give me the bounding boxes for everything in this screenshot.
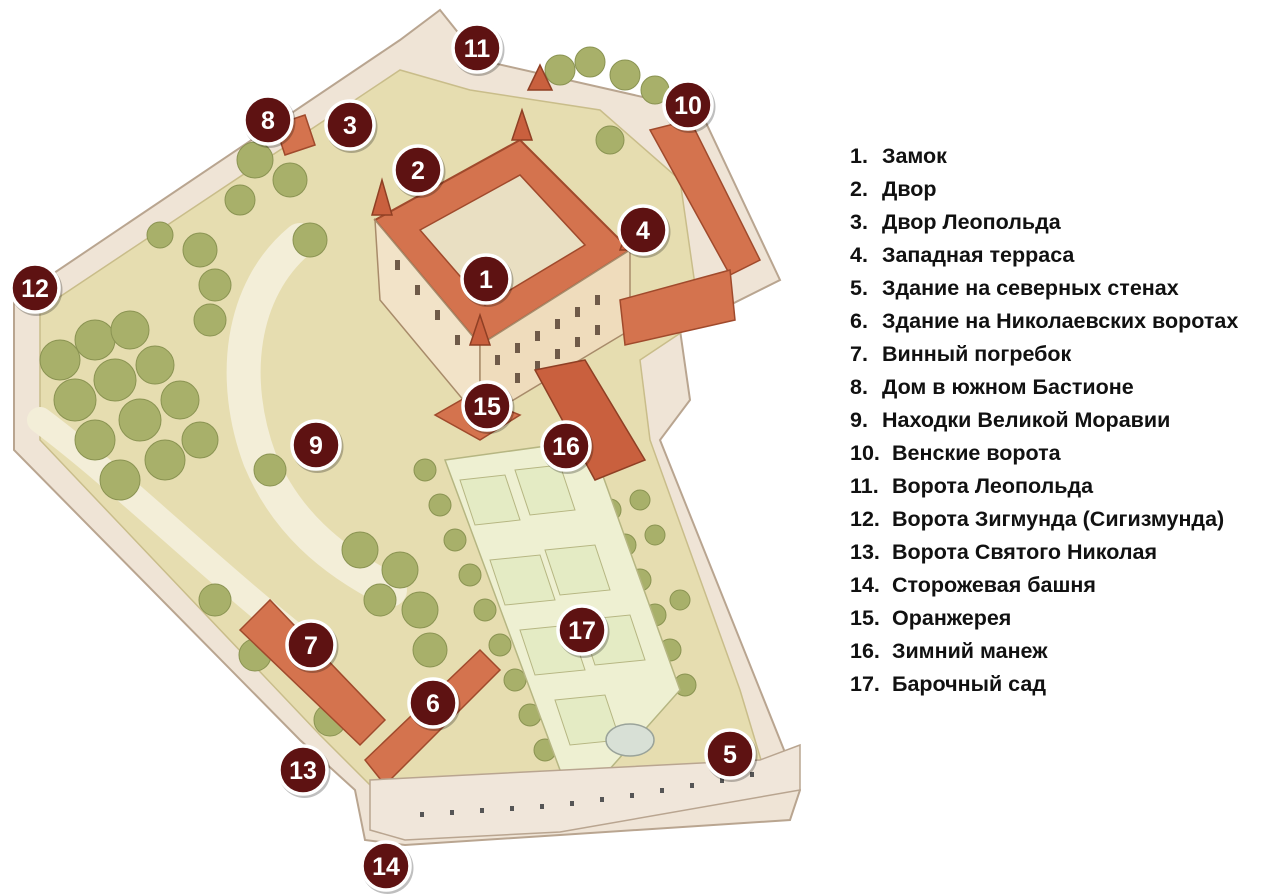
legend-item: 1.Замок	[850, 144, 947, 168]
map-marker-11: 11	[451, 22, 505, 76]
north-wall-windows	[420, 772, 754, 817]
marker-number: 9	[309, 432, 323, 460]
marker-number: 7	[304, 632, 318, 660]
marker-number: 6	[426, 690, 440, 718]
marker-circle	[461, 380, 513, 432]
legend-item: 9.Находки Великой Моравии	[850, 408, 1171, 432]
legend-item: 12.Ворота Зигмунда (Сигизмунда)	[850, 507, 1225, 531]
fountain	[605, 723, 655, 757]
marker-circle	[392, 144, 444, 196]
map-marker-17: 17	[556, 604, 610, 658]
legend-item: 14.Сторожевая башня	[850, 573, 1096, 597]
map-marker-3: 3	[324, 99, 378, 153]
marker-circle	[451, 22, 503, 74]
marker-circle	[662, 79, 714, 131]
wine-cellar-roof	[238, 598, 387, 747]
map-marker-8: 8	[242, 94, 296, 148]
map-marker-10: 10	[662, 79, 716, 133]
marker-number: 12	[21, 275, 49, 303]
marker-circle	[242, 94, 294, 146]
map-marker-13: 13	[277, 744, 331, 798]
legend-item: 8.Дом в южном Бастионе	[850, 375, 1134, 399]
marker-circle	[277, 744, 329, 796]
map-marker-2: 2	[392, 144, 446, 198]
map-marker-7: 7	[285, 619, 339, 673]
legend-item: 6.Здание на Николаевских воротах	[850, 309, 1239, 333]
marker-number: 11	[464, 35, 491, 63]
legend-item: 2.Двор	[850, 177, 937, 201]
east-wing-south	[619, 269, 736, 346]
marker-circle	[285, 619, 337, 671]
marker-number: 3	[343, 112, 357, 140]
marker-number: 2	[411, 157, 425, 185]
garden-beds	[459, 464, 646, 746]
marker-circle	[556, 604, 608, 656]
marker-number: 14	[372, 853, 400, 881]
marker-number: 5	[723, 741, 737, 769]
legend-item: 10.Венские ворота	[850, 441, 1061, 465]
map-marker-4: 4	[617, 204, 671, 258]
map-marker-5: 5	[704, 728, 758, 782]
marker-number: 13	[289, 757, 317, 785]
marker-circle	[540, 420, 592, 472]
marker-circle	[460, 253, 512, 305]
legend-item: 13.Ворота Святого Николая	[850, 540, 1157, 564]
legend-list: 1.Замок 2.Двор 3.Двор Леопольда 4.Западн…	[850, 140, 1238, 701]
marker-number: 16	[552, 433, 580, 461]
marker-circle	[324, 99, 376, 151]
marker-circle	[617, 204, 669, 256]
trees-west	[39, 141, 328, 501]
marker-number: 8	[261, 107, 275, 135]
marker-circle	[9, 262, 61, 314]
marker-number: 4	[636, 217, 650, 245]
north-wall	[369, 743, 801, 841]
map-marker-14: 14	[360, 840, 414, 894]
map-marker-15: 15	[461, 380, 515, 434]
marker-number: 17	[568, 617, 596, 645]
marker-number: 15	[473, 393, 501, 421]
legend-item: 4.Западная терраса	[850, 243, 1075, 267]
legend-item: 3.Двор Леопольда	[850, 210, 1061, 234]
legend-item: 7.Винный погребок	[850, 342, 1072, 366]
marker-circle	[360, 840, 412, 892]
legend-item: 15.Оранжерея	[850, 606, 1012, 630]
marker-circle	[407, 677, 459, 729]
marker-number: 10	[674, 92, 702, 120]
marker-circle	[704, 728, 756, 780]
legend-item: 16.Зимний манеж	[850, 639, 1048, 663]
legend-item: 11.Ворота Леопольда	[850, 474, 1094, 498]
trees-north-east	[544, 46, 670, 155]
map-marker-12: 12	[9, 262, 63, 316]
marker-circle	[290, 419, 342, 471]
marker-number: 1	[479, 266, 493, 294]
map-marker-1: 1	[460, 253, 514, 307]
legend-item: 5.Здание на северных стенах	[850, 276, 1179, 300]
map-marker-16: 16	[540, 420, 594, 474]
map-marker-9: 9	[290, 419, 344, 473]
map-marker-6: 6	[407, 677, 461, 731]
legend-item: 17.Барочный сад	[850, 672, 1046, 696]
